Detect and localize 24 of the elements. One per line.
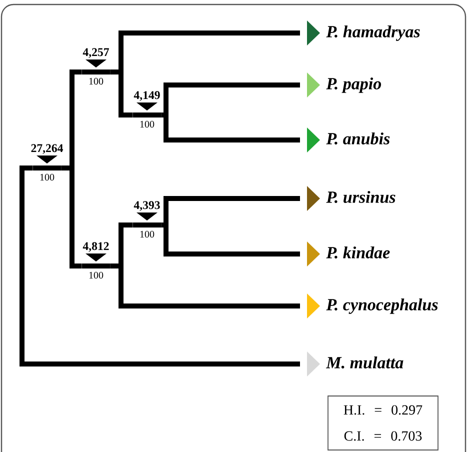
support-count: 27,264 [31,144,63,154]
bootstrap-value: 100 [140,120,154,128]
bootstrap-value: 100 [140,230,154,238]
species-label: P. hamadryas [326,25,420,41]
species-label: M. mulatta [326,356,404,368]
bootstrap-value: 100 [89,272,104,279]
support-count: 4,812 [82,242,109,252]
support-count: 4,393 [134,201,160,211]
branch-line [110,70,133,118]
species-label: P. papio [326,77,382,93]
species-label: P. kindae [326,246,390,258]
support-count: 4,149 [134,91,160,101]
branch-line [158,222,320,266]
branch-line [108,264,320,318]
bootstrap-value: 100 [40,174,54,181]
branch-line [158,112,320,152]
species-label: P. ursinus [326,190,396,203]
bootstrap-value: 100 [89,78,104,85]
species-label: P. anubis [326,132,390,144]
branch-line [20,166,320,376]
branch-line [61,166,82,268]
support-count: 4,257 [82,48,109,58]
stats-box: H.I. = 0.297 C.I. = 0.703 [328,396,438,450]
species-label: P. cynocephalus [326,298,438,314]
